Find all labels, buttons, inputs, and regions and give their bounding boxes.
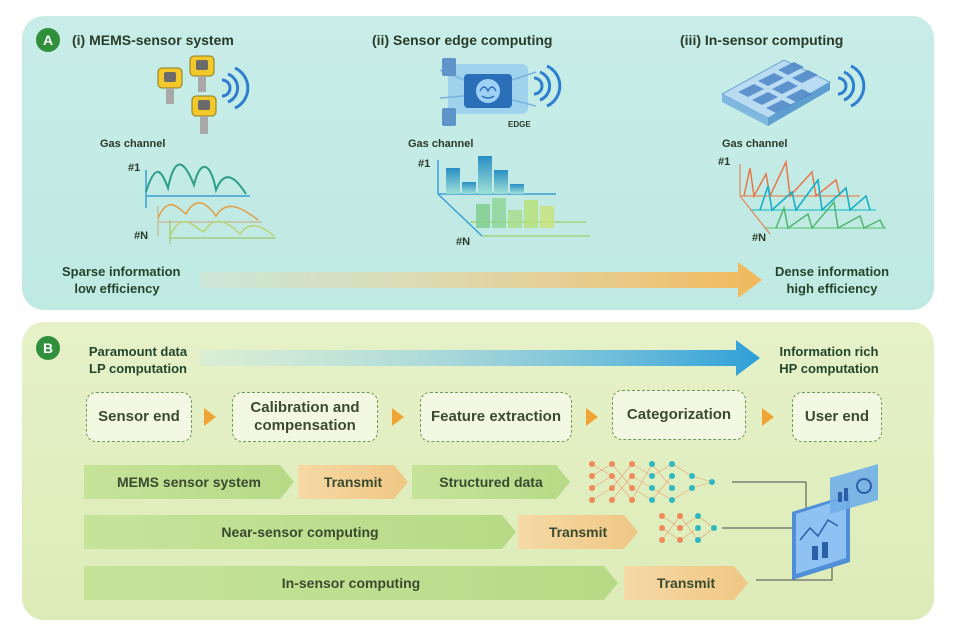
edge-bar-chart: [437, 156, 590, 237]
step-calibration-line2: compensation: [254, 417, 356, 434]
row-near-transmit-label: Transmit: [548, 524, 608, 540]
paramount-data-note: Paramount data LP computation: [78, 343, 198, 377]
row-mems-main-label: MEMS sensor system: [117, 474, 261, 490]
step-sensor-end: Sensor end: [86, 392, 192, 442]
row-near-transmit: Transmit: [518, 515, 638, 549]
dense-info-line2: high efficiency: [786, 281, 878, 296]
edge-chip-icon: [439, 58, 562, 126]
neural-network-icon-small: [661, 515, 715, 541]
row-mems-structured: Structured data: [412, 465, 570, 499]
row-mems-structured-label: Structured data: [439, 474, 543, 490]
mems-sensor-icon: [157, 55, 250, 134]
step-user-end: User end: [792, 392, 882, 442]
channel-last-label-2: #N: [456, 236, 471, 248]
paramount-line2: LP computation: [89, 361, 187, 376]
step-feature-extraction: Feature extraction: [420, 392, 572, 442]
panel-a-badge: A: [36, 28, 60, 52]
row-mems-transmit-label: Transmit: [323, 474, 383, 490]
efficiency-arrow: [200, 262, 762, 298]
neural-network-icon-large: [591, 463, 713, 501]
step-calibration-line1: Calibration and: [250, 399, 360, 416]
row-insensor-main: In-sensor computing: [84, 566, 618, 600]
info-rich-note: Information rich HP computation: [770, 343, 888, 377]
step-arrow-4: [762, 408, 774, 426]
step-calibration: Calibration and compensation: [232, 392, 378, 442]
section-title-insensor: (iii) In-sensor computing: [680, 32, 844, 48]
step-categorization: Categorization: [612, 390, 746, 440]
step-sensor-end-label: Sensor end: [98, 408, 180, 425]
computation-arrow: [200, 340, 760, 376]
row-near-main: Near-sensor computing: [84, 515, 516, 549]
row-insensor-transmit-label: Transmit: [656, 575, 716, 591]
channel-last-label-3: #N: [752, 232, 767, 244]
section-title-edge: (ii) Sensor edge computing: [372, 32, 553, 48]
step-arrow-1: [204, 408, 216, 426]
step-categorization-label: Categorization: [626, 406, 732, 423]
info-rich-line1: Information rich: [779, 344, 879, 359]
step-arrow-2: [392, 408, 404, 426]
sparse-info-line2: low efficiency: [74, 281, 160, 296]
mems-waveform-chart: [145, 163, 276, 244]
dashboard-icon: [792, 464, 878, 580]
edge-chip-label: EDGE: [508, 120, 531, 129]
gas-channel-label-3: Gas channel: [722, 138, 788, 150]
dense-info-line1: Dense information: [774, 264, 890, 279]
row-insensor-main-label: In-sensor computing: [281, 575, 421, 591]
channel-last-label-1: #N: [134, 230, 149, 242]
gas-channel-label-2: Gas channel: [408, 138, 474, 150]
in-sensor-array-icon: [720, 59, 866, 126]
info-rich-line2: HP computation: [779, 361, 879, 376]
row-near-main-label: Near-sensor computing: [221, 524, 379, 540]
in-sensor-spectra-chart: [739, 159, 886, 235]
row-mems-transmit: Transmit: [298, 465, 408, 499]
gas-channel-label-1: Gas channel: [100, 138, 166, 150]
dense-info-note: Dense information high efficiency: [770, 263, 894, 297]
paramount-line1: Paramount data: [88, 344, 188, 359]
sparse-info-note: Sparse information low efficiency: [62, 263, 181, 297]
channel-first-label-1: #1: [128, 162, 141, 174]
row-mems-main: MEMS sensor system: [84, 465, 294, 499]
panel-b-badge: B: [36, 336, 60, 360]
channel-first-label-2: #1: [418, 158, 431, 170]
channel-first-label-3: #1: [718, 156, 731, 168]
step-user-end-label: User end: [804, 408, 870, 425]
sparse-info-line1: Sparse information: [62, 264, 181, 279]
step-arrow-3: [586, 408, 598, 426]
row-insensor-transmit: Transmit: [624, 566, 748, 600]
section-title-mems: (i) MEMS-sensor system: [72, 32, 234, 48]
step-feature-extraction-label: Feature extraction: [430, 408, 562, 425]
